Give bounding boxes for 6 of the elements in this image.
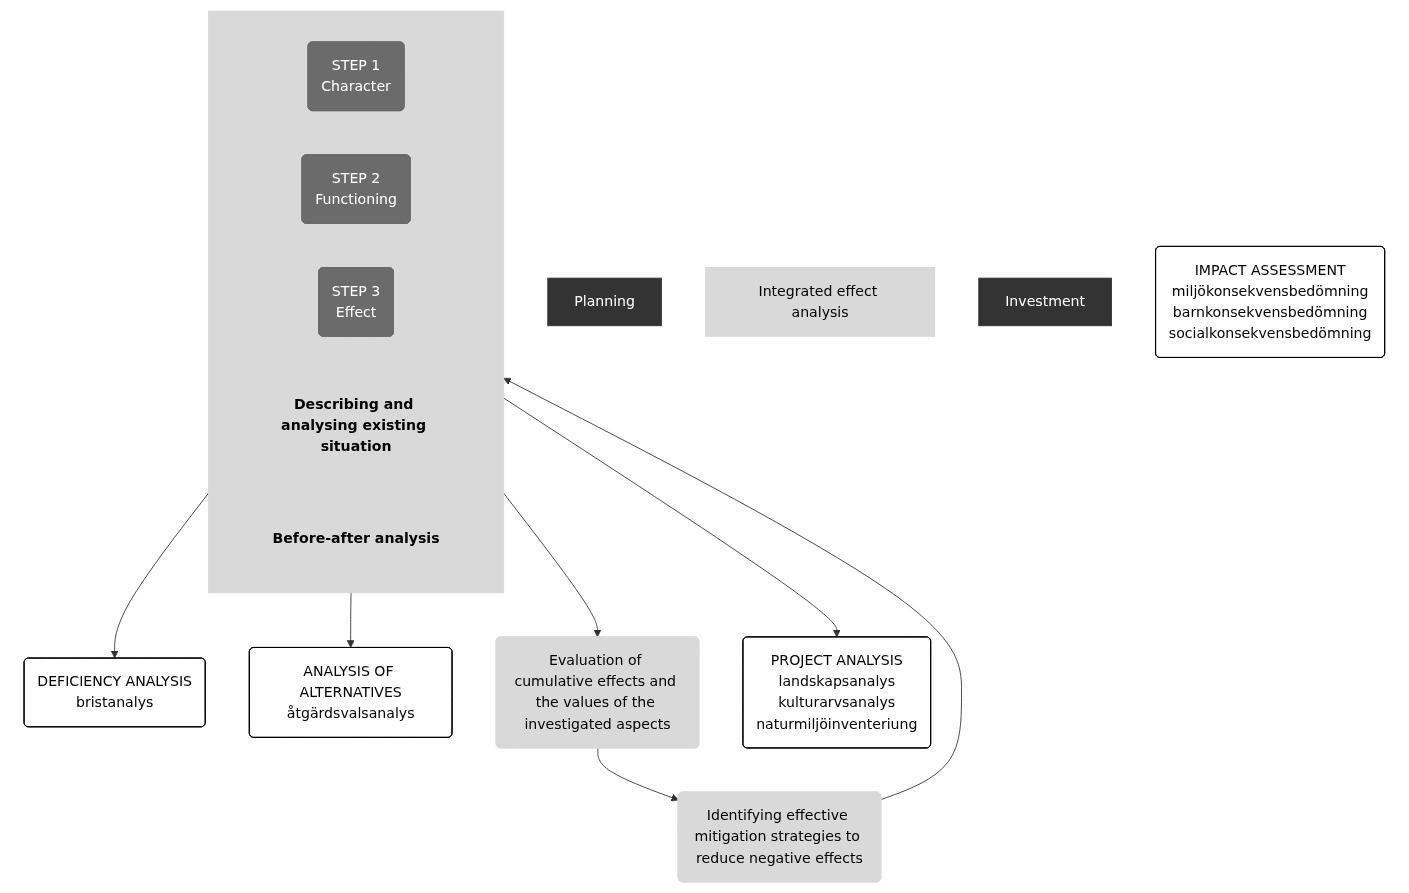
node-box: Investment bbox=[978, 277, 1113, 327]
node-box: Planning bbox=[547, 277, 662, 327]
cluster bbox=[208, 10, 505, 594]
node-box: Integrated effect analysis bbox=[705, 267, 936, 337]
node-text: Describing and analysing existing situation bbox=[281, 395, 427, 455]
node-text: Before-after analysis bbox=[272, 529, 440, 547]
